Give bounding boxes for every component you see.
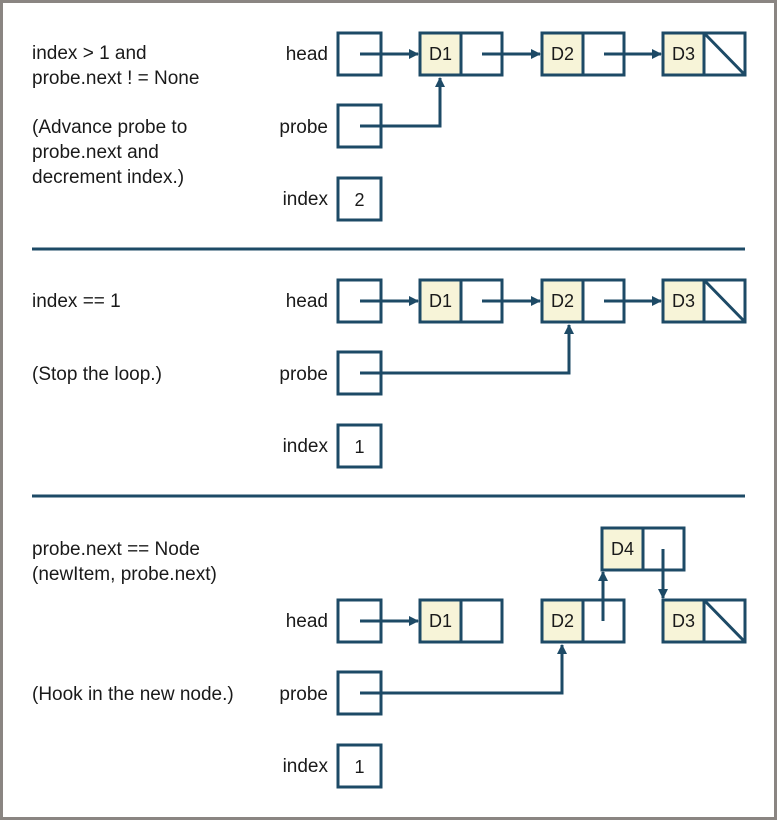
panel-1-note-line-2: probe.next and xyxy=(32,142,159,163)
panel-3-node-d1: D1 xyxy=(418,598,504,644)
panel-3-description-line-1: probe.next == Node xyxy=(32,539,200,560)
panel-2-note-line-1: (Stop the loop.) xyxy=(32,364,162,385)
panel-3-note-line-1: (Hook in the new node.) xyxy=(32,684,234,705)
panel-3-node-d3-label: D3 xyxy=(672,611,695,631)
panel-1-note-line-3: decrement index.) xyxy=(32,167,184,188)
panel-2-probe-label: probe xyxy=(279,364,328,385)
panel-1-arrow-probe-to-d1 xyxy=(360,77,445,128)
panel-2-null-slash xyxy=(702,278,747,324)
panel-2-node-d3: D3 xyxy=(661,278,747,324)
panel-1-description-line-1: index > 1 and xyxy=(32,43,147,64)
panel-3-null-slash xyxy=(702,598,747,644)
panel-2-description-line-1: index == 1 xyxy=(32,291,121,312)
panel-2-arrow-probe-to-d2 xyxy=(360,324,574,375)
panel-3-node-d4-label: D4 xyxy=(611,539,634,559)
panel-2-head-label: head xyxy=(286,291,328,312)
panel-3-node-d2: D2 xyxy=(540,598,626,644)
panel-3-node-d1-label: D1 xyxy=(429,611,452,631)
panel-1-probe-label: probe xyxy=(279,117,328,138)
panel-3-index-label: index xyxy=(283,756,329,777)
panel-3-node-d3: D3 xyxy=(661,598,747,644)
panel-2-node-d3-label: D3 xyxy=(672,291,695,311)
panel-1-head-label: head xyxy=(286,44,328,65)
panel-2-node-d2-label: D2 xyxy=(551,291,574,311)
panel-1-node-d1-label: D1 xyxy=(429,44,452,64)
panel-1-node-d2-label: D2 xyxy=(551,44,574,64)
panel-3-head-label: head xyxy=(286,611,328,632)
panel-1-description-line-2: probe.next ! = None xyxy=(32,68,199,89)
panel-1-index-box xyxy=(336,176,383,222)
panel-1-note-line-1: (Advance probe to xyxy=(32,117,187,138)
panel-1-node-d3: D3 xyxy=(661,31,747,77)
panel-1-null-slash xyxy=(702,31,747,77)
panel-3-index-box xyxy=(336,743,383,789)
panel-3-node-d2-label: D2 xyxy=(551,611,574,631)
panel-3-probe-label: probe xyxy=(279,684,328,705)
panel-3-arrow-probe-to-d2 xyxy=(360,644,567,695)
panel-1-index-value: 2 xyxy=(354,190,364,210)
panel-advance: index > 1 and probe.next ! = None (Advan… xyxy=(32,31,747,222)
panel-1-node-d2: D2 xyxy=(540,31,626,77)
panel-stop: index == 1 (Stop the loop.) head probe i… xyxy=(32,278,747,469)
panel-1-node-d3-label: D3 xyxy=(672,44,695,64)
panel-1-index-label: index xyxy=(283,189,329,210)
panel-3-node-d4: D4 xyxy=(600,526,686,572)
panel-2-node-d1-label: D1 xyxy=(429,291,452,311)
panel-3-index-value: 1 xyxy=(354,757,364,777)
panel-2-index-value: 1 xyxy=(354,437,364,457)
panel-3-description-line-2: (newItem, probe.next) xyxy=(32,564,217,585)
panel-2-index-box xyxy=(336,423,383,469)
panel-2-node-d2: D2 xyxy=(540,278,626,324)
panel-hook: probe.next == Node (newItem, probe.next)… xyxy=(32,526,747,789)
panel-2-index-label: index xyxy=(283,436,329,457)
